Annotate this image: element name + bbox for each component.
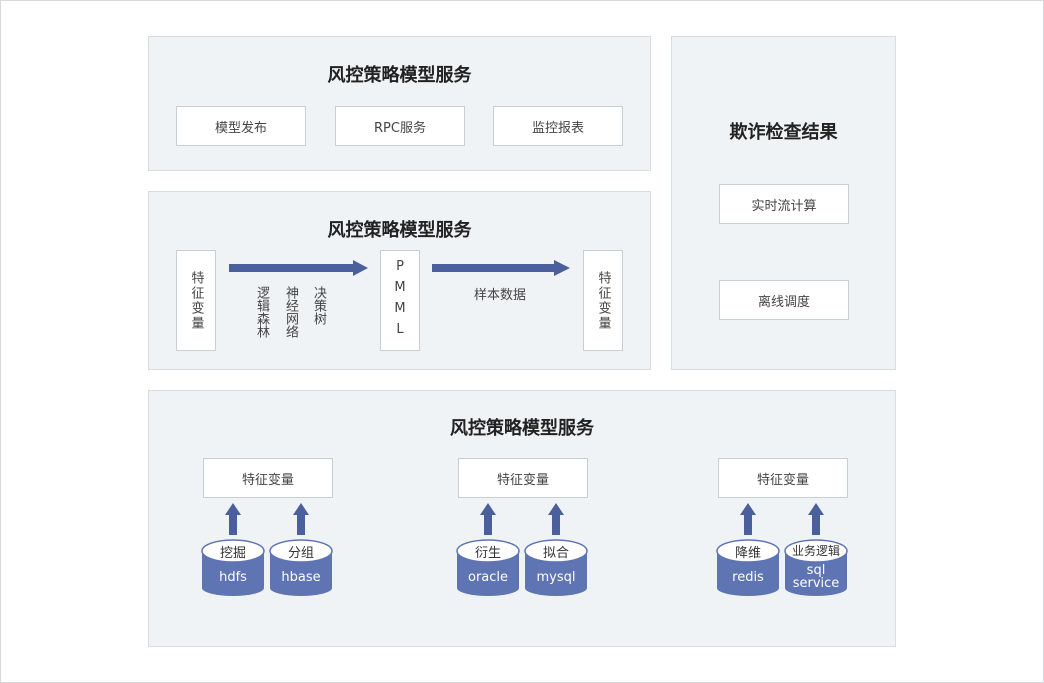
cylinder-redis-top-label: 降维 bbox=[734, 546, 761, 561]
cylinder-redis bbox=[716, 539, 780, 596]
algo-decision-tree: 决策树 bbox=[311, 286, 326, 325]
box-pmml: PMML bbox=[380, 250, 420, 351]
up-arrow-oracle bbox=[480, 503, 496, 535]
middle-panel-title: 风控策略模型服务 bbox=[327, 220, 472, 241]
cylinder-oracle bbox=[456, 539, 520, 596]
box-offline-schedule: 离线调度 bbox=[719, 280, 849, 320]
box-feature-input: 特征变量 bbox=[176, 250, 216, 351]
cylinder-oracle-top-label: 衍生 bbox=[474, 546, 501, 561]
cylinder-hbase bbox=[269, 539, 333, 596]
box-feature-group-3: 特征变量 bbox=[718, 458, 848, 498]
box-monitor-report: 监控报表 bbox=[493, 106, 623, 146]
right-panel: 欺诈检查结果 实时流计算 离线调度 bbox=[671, 36, 896, 370]
sample-data-label: 样本数据 bbox=[474, 288, 527, 303]
up-arrow-sql-service bbox=[808, 503, 824, 535]
cylinder-hdfs-label: hdfs bbox=[219, 570, 247, 585]
cylinder-sql-service-top-label: 业务逻辑 bbox=[791, 544, 840, 558]
box-realtime-stream: 实时流计算 bbox=[719, 184, 849, 224]
cylinder-hbase-label: hbase bbox=[281, 570, 321, 585]
cylinder-redis-label: redis bbox=[732, 570, 764, 585]
middle-panel: 风控策略模型服务 特征变量 逻辑森林 神经网络 决策树 PMML 样本数据 特征… bbox=[148, 191, 651, 370]
top-panel: 风控策略模型服务 模型发布 RPC服务 监控报表 bbox=[148, 36, 651, 171]
cylinder-mysql-label: mysql bbox=[536, 570, 576, 585]
cylinder-hbase-top-label: 分组 bbox=[287, 546, 314, 561]
up-arrow-hbase bbox=[293, 503, 309, 535]
bottom-panel: 风控策略模型服务 特征变量 特征变量 特征变量 bbox=[148, 390, 896, 647]
algo-logic-forest: 逻辑森林 bbox=[254, 286, 269, 338]
cylinder-sql-service bbox=[784, 539, 848, 596]
algo-neural-network: 神经网络 bbox=[283, 286, 298, 338]
top-panel-title: 风控策略模型服务 bbox=[327, 65, 472, 86]
box-feature-output: 特征变量 bbox=[583, 250, 623, 351]
up-arrow-hdfs bbox=[225, 503, 241, 535]
right-panel-title: 欺诈检查结果 bbox=[729, 122, 838, 143]
bottom-panel-title: 风控策略模型服务 bbox=[450, 418, 594, 439]
arrow-to-pmml bbox=[229, 260, 368, 276]
cylinder-sql-service-label: sql service bbox=[792, 563, 840, 591]
cylinder-mysql-top-label: 拟合 bbox=[542, 546, 569, 561]
cylinder-oracle-label: oracle bbox=[467, 570, 509, 585]
box-feature-group-2: 特征变量 bbox=[458, 458, 588, 498]
arrow-to-output bbox=[432, 260, 570, 276]
cylinder-hdfs bbox=[201, 539, 265, 596]
box-feature-group-1: 特征变量 bbox=[203, 458, 333, 498]
up-arrow-redis bbox=[740, 503, 756, 535]
box-rpc-service: RPC服务 bbox=[335, 106, 465, 146]
up-arrow-mysql bbox=[548, 503, 564, 535]
cylinder-hdfs-top-label: 挖掘 bbox=[219, 546, 246, 561]
cylinder-mysql bbox=[524, 539, 588, 596]
box-model-publish: 模型发布 bbox=[176, 106, 306, 146]
